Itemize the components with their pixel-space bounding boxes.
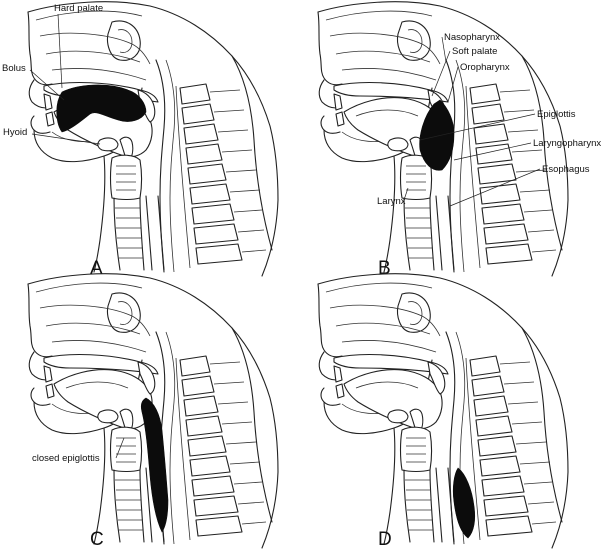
panel-b: B Nasopharynx Soft palate Oropharynx Epi… — [317, 1, 601, 279]
label-larynx: Larynx — [377, 196, 406, 207]
bolus-laryngopharynx — [140, 397, 169, 533]
label-nasopharynx: Nasopharynx — [444, 32, 500, 43]
label-closed-epiglottis: closed epiglottis — [32, 453, 100, 464]
label-laryngopharynx: Laryngopharynx — [533, 138, 601, 149]
label-hard-palate: Hard palate — [54, 3, 103, 14]
label-soft-palate: Soft palate — [452, 46, 497, 57]
label-oropharynx: Oropharynx — [460, 62, 510, 73]
bolus-oropharynx — [419, 99, 455, 171]
label-bolus: Bolus — [2, 63, 26, 74]
label-esophagus: Esophagus — [542, 164, 590, 175]
panel-d: D — [317, 273, 569, 549]
bolus-mouth — [56, 84, 147, 133]
panel-letter-a: A — [90, 258, 103, 279]
bolus-esophagus — [452, 467, 476, 539]
panel-letter-d: D — [378, 529, 392, 549]
label-epiglottis: Epiglottis — [537, 109, 576, 120]
panel-c: C closed epiglottis — [27, 273, 279, 549]
panel-letter-b: B — [378, 258, 391, 279]
panel-letter-c: C — [90, 529, 104, 549]
label-hyoid: Hyoid — [3, 127, 27, 138]
panel-d-anatomy — [317, 273, 569, 549]
panel-a: A Hard palate Bolus Hyoid — [2, 1, 279, 279]
